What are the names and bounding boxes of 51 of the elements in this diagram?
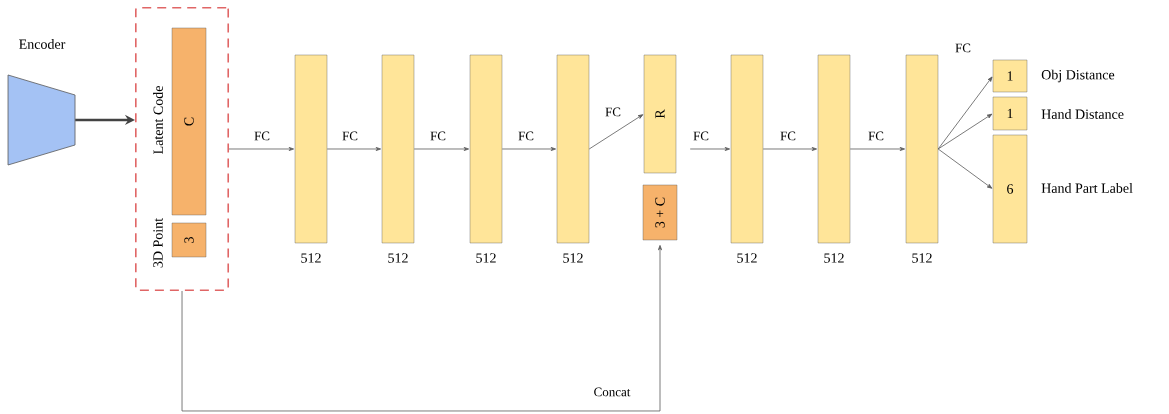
arrow (937, 148, 993, 189)
arrow (937, 113, 993, 150)
arrow (762, 147, 817, 151)
encoder-trapezoid (7, 74, 76, 166)
layer-box: R (643, 54, 677, 174)
node-caption: Obj Distance (1041, 69, 1115, 83)
edge-label: FC (429, 130, 447, 142)
edge-label: FC (517, 130, 535, 142)
arrow (588, 114, 644, 150)
arrow (849, 147, 905, 151)
layer-bar (817, 54, 851, 244)
arrow (413, 147, 469, 151)
layer-bar (556, 54, 590, 244)
arrow (326, 147, 381, 151)
layer-bar (294, 54, 328, 244)
layer-box: 6 (992, 134, 1028, 244)
layer-bar (381, 54, 415, 244)
edge-label: FC (604, 106, 622, 118)
node-caption: 512 (824, 253, 844, 263)
arrow (937, 76, 993, 150)
node-caption: 512 (476, 253, 496, 263)
node-caption: 3D Point (153, 218, 163, 268)
layer-box: 3 (171, 222, 207, 258)
layer-label: FC (955, 43, 971, 53)
arrow (501, 147, 556, 151)
edge-label: FC (253, 130, 271, 142)
node-caption: 512 (737, 253, 757, 263)
node-caption: Encoder (19, 39, 66, 49)
node-caption: 512 (301, 253, 321, 263)
edge-label: Concat (592, 386, 632, 398)
layer-bar (730, 54, 764, 244)
layer-box: 1 (992, 96, 1028, 131)
dashed-group-box (135, 7, 229, 291)
arrow (689, 147, 730, 151)
edge-label: FC (692, 130, 710, 142)
edge-label: FC (779, 130, 797, 142)
node-caption: 512 (388, 253, 408, 263)
node-caption: 512 (912, 253, 932, 263)
edge-label: FC (867, 130, 885, 142)
node-caption: 512 (563, 253, 583, 263)
layer-bar (469, 54, 503, 244)
layer-box: 1 (992, 59, 1028, 93)
edge-label: FC (341, 130, 359, 142)
node-caption: Latent Code (153, 86, 163, 154)
node-caption: Hand Part Label (1041, 183, 1133, 193)
arrow (228, 147, 294, 151)
layer-box: C (171, 27, 207, 216)
layer-bar (905, 54, 939, 244)
arrow (181, 245, 662, 412)
node-caption: Hand Distance (1041, 109, 1124, 119)
layer-box: 3 + C (642, 184, 678, 241)
